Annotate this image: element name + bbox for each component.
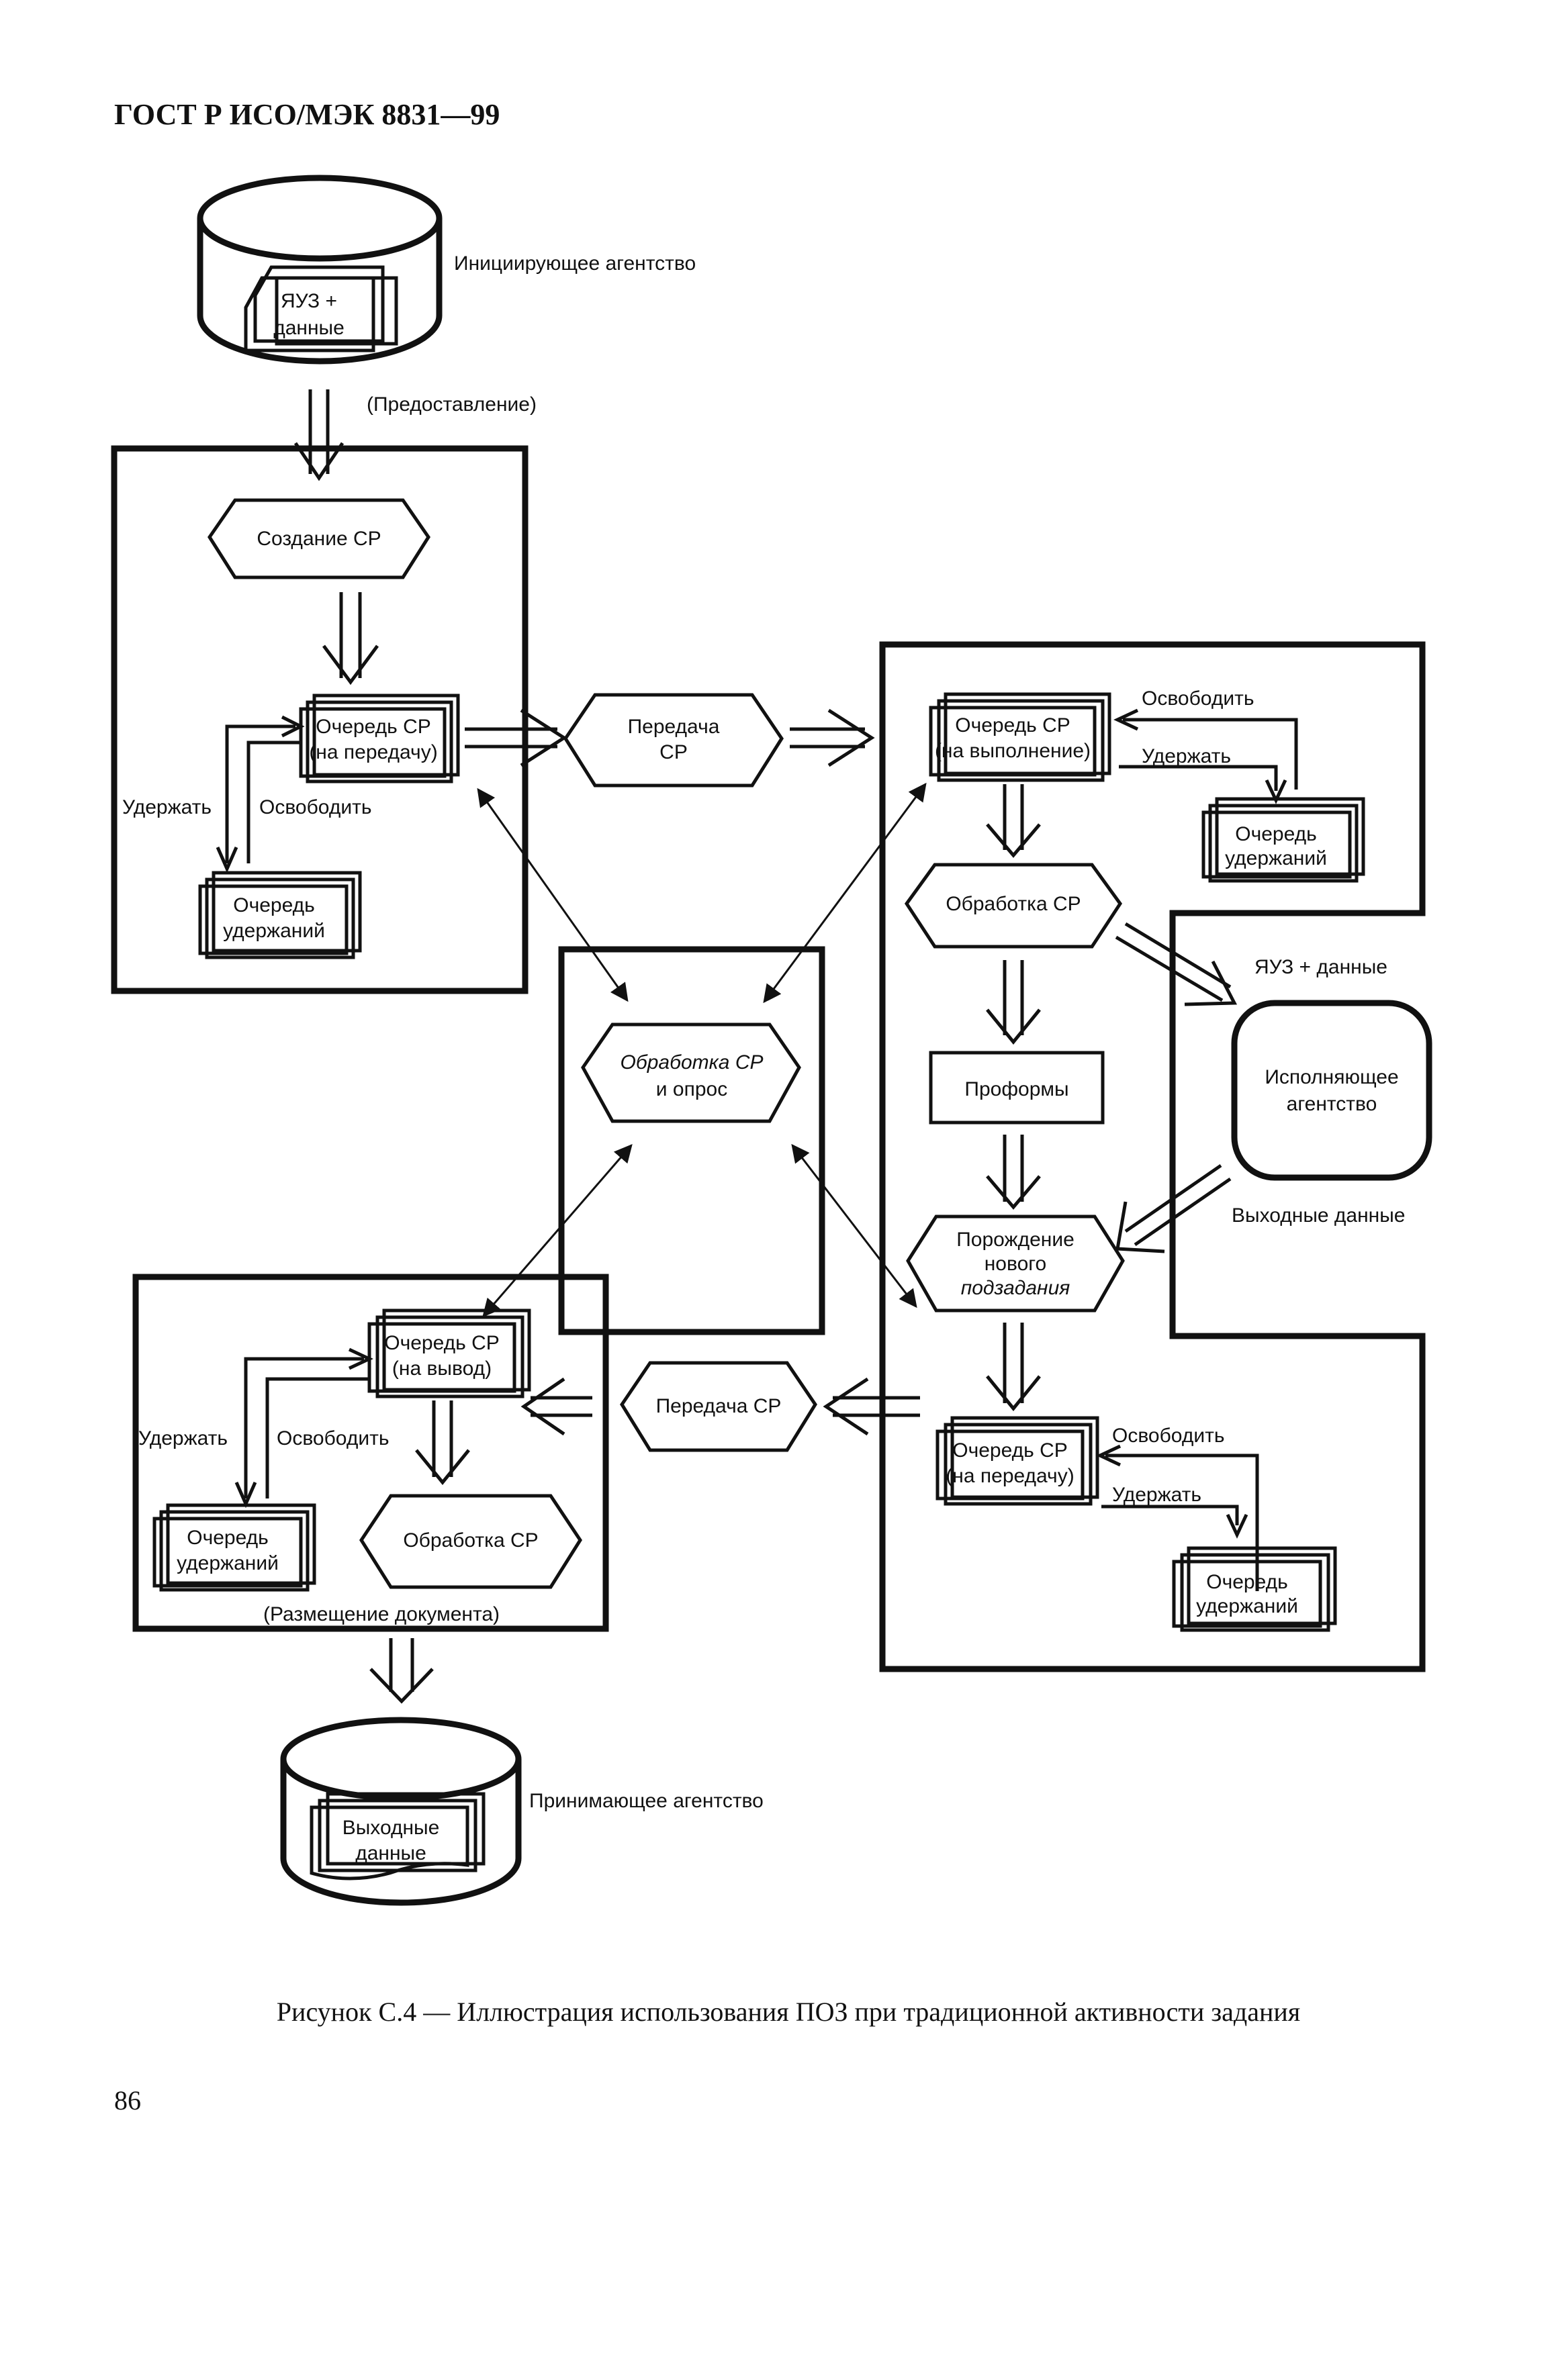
exec-hold-queue-line1: Очередь bbox=[1235, 823, 1317, 845]
output-queue-line2: (на вывод) bbox=[392, 1358, 492, 1380]
submission-label: (Предоставление) bbox=[367, 393, 537, 416]
spawn-line1: Порождение bbox=[956, 1229, 1075, 1251]
left-transfer-queue-stack bbox=[299, 694, 460, 783]
bottom-processing-hexagon bbox=[359, 1494, 582, 1589]
left-hold-label: Удержать bbox=[122, 796, 212, 818]
jcl-document-icon bbox=[244, 265, 398, 352]
receiving-agency-label: Принимающее агентство bbox=[529, 1790, 764, 1812]
create-job-hexagon bbox=[208, 498, 430, 579]
exec-hold-queue-stack bbox=[1201, 797, 1365, 883]
transfer-to-right-arrow bbox=[790, 708, 875, 767]
output-queue-line1: Очередь СР bbox=[384, 1332, 500, 1354]
executing-agency-line1: Исполняющее bbox=[1265, 1066, 1398, 1088]
executing-agency-box bbox=[1231, 1000, 1432, 1181]
transfer-bottom-to-bottom-box-arrow bbox=[520, 1377, 592, 1436]
exec-hold-queue-line2: удержаний bbox=[1225, 847, 1327, 869]
bottom-hold-label: Удержать bbox=[138, 1427, 228, 1449]
left-release-label: Освободить bbox=[259, 796, 371, 818]
jcl-doc-line2: данные bbox=[273, 317, 345, 339]
initiating-agency-cylinder bbox=[197, 175, 443, 365]
left-hold-release-lines bbox=[216, 715, 305, 873]
right-transfer-queue-line2: (на передачу) bbox=[946, 1465, 1074, 1487]
submission-arrow bbox=[293, 389, 345, 481]
bottom-hold-release-lines bbox=[234, 1347, 373, 1509]
exec-queue-line2: (на выполнение) bbox=[935, 740, 1091, 762]
output-queue-inquiry-link bbox=[482, 1143, 633, 1318]
bottom-release-label: Освободить bbox=[277, 1427, 389, 1449]
bottom-hold-queue-stack bbox=[152, 1503, 316, 1592]
processing-inquiry-line2: и опрос bbox=[656, 1078, 727, 1100]
jcl-doc-line1: ЯУЗ + bbox=[281, 290, 337, 312]
receiving-agency-cylinder bbox=[280, 1717, 522, 1906]
transfer-top-line2: СР bbox=[659, 741, 688, 763]
page-number: 86 bbox=[114, 2085, 141, 2115]
document-placement-label: (Размещение документа) bbox=[263, 1603, 500, 1625]
left-queue-inquiry-link bbox=[477, 788, 629, 1002]
spawn-line2: нового bbox=[985, 1253, 1047, 1275]
exec-queue-line1: Очередь СР bbox=[955, 714, 1070, 736]
transfer-bottom-label: Передача СР bbox=[656, 1395, 782, 1417]
spawn-inquiry-link bbox=[791, 1143, 917, 1308]
left-queue-line2: (на передачу) bbox=[309, 741, 437, 763]
output-doc-line2: данные bbox=[355, 1842, 426, 1864]
left-hold-queue-stack bbox=[198, 871, 362, 959]
output-data-label: Выходные данные bbox=[1232, 1204, 1406, 1227]
page-header: ГОСТ Р ИСО/МЭК 8831—99 bbox=[114, 98, 500, 131]
right-to-transfer-bottom-arrow bbox=[823, 1377, 920, 1436]
processing-inquiry-hexagon bbox=[581, 1022, 801, 1123]
exec-to-processing-arrow bbox=[986, 784, 1041, 858]
right-transfer-hold-label: Удержать bbox=[1112, 1484, 1201, 1506]
to-receiving-agency-arrow bbox=[369, 1638, 434, 1704]
jcl-data-label: ЯУЗ + данные bbox=[1254, 956, 1387, 978]
right-transfer-hold-queue-line2: удержаний bbox=[1196, 1595, 1298, 1617]
right-transfer-release-label: Освободить bbox=[1112, 1425, 1224, 1447]
initiating-agency-label: Инициирующее агентство bbox=[454, 252, 696, 275]
processing-to-executing-arrow bbox=[1115, 922, 1238, 1006]
left-queue-line1: Очередь СР bbox=[316, 716, 431, 738]
bottom-processing-label: Обработка СР bbox=[403, 1529, 538, 1552]
right-transfer-hold-queue-line1: Очередь bbox=[1206, 1571, 1288, 1593]
output-document-icon bbox=[310, 1792, 486, 1881]
output-doc-line1: Выходные bbox=[342, 1817, 440, 1839]
right-transfer-hold-queue-stack bbox=[1172, 1546, 1337, 1632]
exec-release-label: Освободить bbox=[1142, 687, 1254, 710]
executing-to-spawn-arrow bbox=[1115, 1163, 1232, 1253]
figure-caption: Рисунок С.4 — Иллюстрация использования … bbox=[277, 1997, 1300, 2027]
left-hold-queue-line2: удержаний bbox=[223, 920, 325, 942]
bottom-hold-queue-line1: Очередь bbox=[187, 1527, 269, 1549]
exec-queue-stack bbox=[929, 692, 1111, 782]
proforma-label: Проформы bbox=[964, 1078, 1068, 1100]
create-to-queue-arrow bbox=[322, 592, 379, 685]
proforma-box bbox=[929, 1051, 1105, 1125]
spawn-line3: подзадания bbox=[961, 1277, 1070, 1299]
output-queue-to-processing-arrow bbox=[415, 1400, 470, 1485]
right-agency-box bbox=[879, 641, 1426, 1672]
right-transfer-queue-line1: Очередь СР bbox=[952, 1439, 1068, 1462]
left-hold-queue-line1: Очередь bbox=[233, 894, 315, 916]
processing-inquiry-line1: Обработка СР bbox=[621, 1051, 764, 1074]
right-transfer-hold-release-lines bbox=[1096, 1444, 1259, 1591]
spawn-to-transfer-queue-arrow bbox=[986, 1323, 1041, 1411]
bottom-agency-box bbox=[132, 1274, 609, 1632]
transfer-top-hexagon bbox=[563, 693, 784, 788]
right-processing-hexagon bbox=[904, 863, 1123, 949]
executing-agency-line2: агентство bbox=[1287, 1093, 1377, 1115]
processing-to-proforma-arrow bbox=[986, 960, 1041, 1045]
proforma-to-spawn-arrow bbox=[986, 1135, 1041, 1210]
right-processing-label: Обработка СР bbox=[946, 893, 1081, 915]
middle-processing-box bbox=[558, 946, 825, 1335]
left-agency-box bbox=[111, 445, 529, 994]
transfer-top-line1: Передача bbox=[628, 716, 720, 738]
transfer-bottom-hexagon bbox=[620, 1361, 817, 1452]
exec-queue-inquiry-link bbox=[763, 782, 927, 1004]
exec-hold-label: Удержать bbox=[1142, 745, 1231, 767]
spawn-subjob-hexagon bbox=[906, 1215, 1125, 1313]
bottom-hold-queue-line2: удержаний bbox=[177, 1552, 279, 1574]
left-queue-to-transfer-arrow bbox=[465, 708, 567, 767]
right-transfer-queue-stack bbox=[935, 1416, 1099, 1506]
create-job-label: Создание СР bbox=[257, 528, 381, 550]
